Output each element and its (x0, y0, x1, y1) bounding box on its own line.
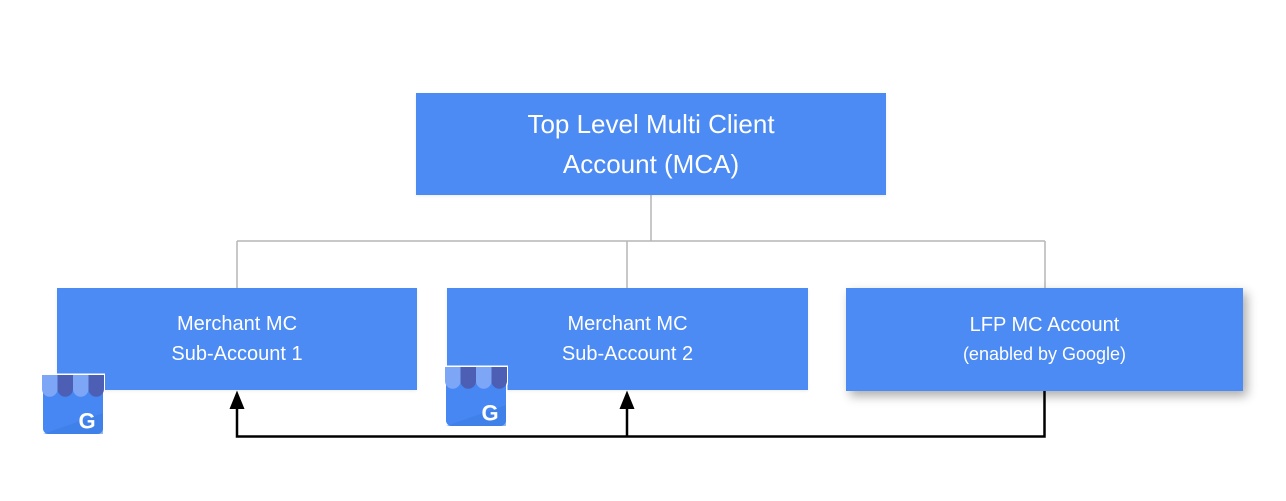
storefront-fold (446, 405, 506, 426)
node-top-level-mca: Top Level Multi Client Account (MCA) (416, 93, 886, 195)
google-my-business-icon: G (444, 365, 508, 428)
node-label-line: Merchant MC (567, 313, 688, 335)
storefront-fold (43, 413, 103, 434)
node-label-line: Top Level Multi Client (527, 109, 775, 139)
storefront-awning (445, 367, 507, 389)
node-lfp-mc-account: LFP MC Account (enabled by Google) (846, 288, 1243, 391)
google-g-letter: G (481, 401, 498, 426)
storefront-awning (42, 375, 104, 397)
arrowhead-to-subaccount-1 (229, 390, 245, 409)
node-label-line: (enabled by Google) (962, 343, 1127, 364)
feed-flow-lines (235, 391, 1046, 438)
node-label-line: LFP MC Account (969, 313, 1120, 336)
node-label-line: Account (MCA) (562, 149, 740, 179)
hierarchy-connector-lines (236, 195, 1046, 288)
arrowhead-to-subaccount-2 (619, 390, 635, 409)
google-my-business-icon: G (41, 373, 105, 436)
google-g-letter: G (78, 409, 95, 434)
node-label-line: Sub-Account 2 (561, 343, 694, 365)
node-label-line: Sub-Account 1 (171, 343, 303, 365)
node-merchant-sub-account-1: Merchant MC Sub-Account 1 (57, 288, 417, 390)
node-label-line: Merchant MC (176, 313, 298, 335)
